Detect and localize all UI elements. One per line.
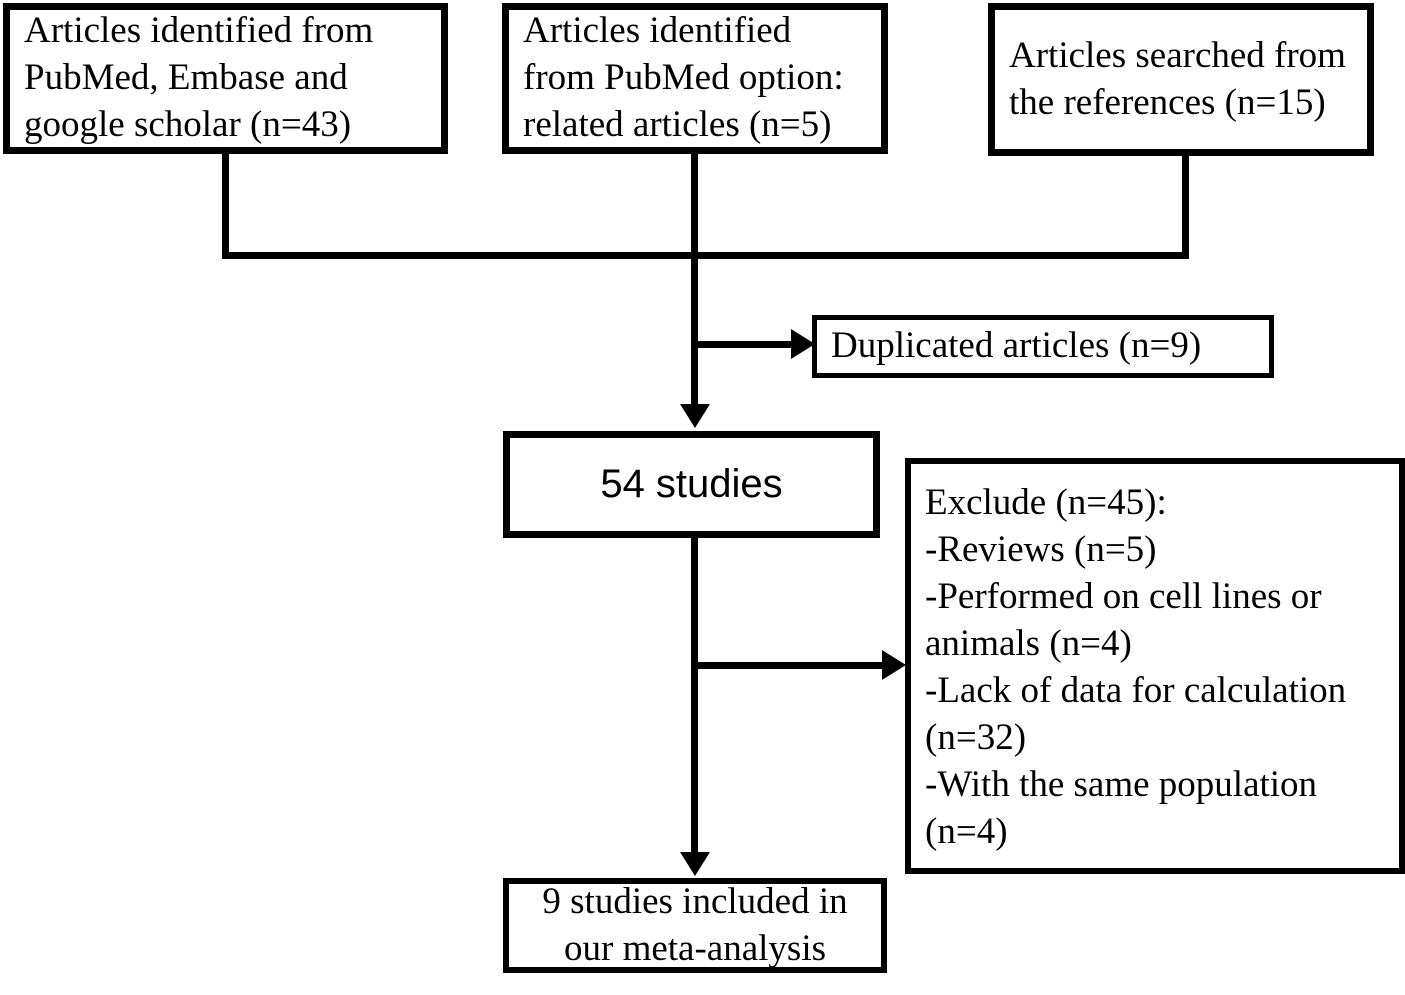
connector-center-spine-to-included [691,537,698,857]
connector-to-exclude [691,662,886,669]
node-duplicated-articles: Duplicated articles (n=9) [812,315,1274,378]
node-articles-from-references-label: Articles searched from the references (n… [1009,34,1346,123]
node-articles-from-pubmed-related-label: Articles identified from PubMed option: … [523,10,844,145]
node-included-studies: 9 studies included in our meta-analysis [503,878,887,973]
node-exclude-reasons-label: Exclude (n=45): -Reviews (n=5) -Performe… [925,482,1347,852]
node-exclude-reasons: Exclude (n=45): -Reviews (n=5) -Performe… [905,458,1405,874]
connector-center-spine-to-54 [691,252,698,408]
arrowhead-to-exclude [882,650,906,680]
node-54-studies-label: 54 studies [600,462,783,507]
connector-source1-drop [222,153,229,259]
connector-source3-drop [1182,156,1189,259]
node-articles-from-databases: Articles identified from PubMed, Embase … [3,3,448,154]
node-articles-from-pubmed-related: Articles identified from PubMed option: … [502,3,888,154]
connector-center-spine-upper [691,153,698,252]
node-duplicated-articles-label: Duplicated articles (n=9) [831,325,1202,366]
arrowhead-to-included [680,852,710,876]
connector-to-duplicated [691,341,795,348]
node-54-studies: 54 studies [503,431,880,538]
node-articles-from-references: Articles searched from the references (n… [988,3,1374,156]
node-articles-from-databases-label: Articles identified from PubMed, Embase … [24,10,374,145]
node-included-studies-label: 9 studies included in our meta-analysis [542,880,848,969]
arrowhead-to-54-studies [680,404,710,428]
connector-merge-bar [222,252,1189,259]
arrowhead-to-duplicated [791,329,815,359]
